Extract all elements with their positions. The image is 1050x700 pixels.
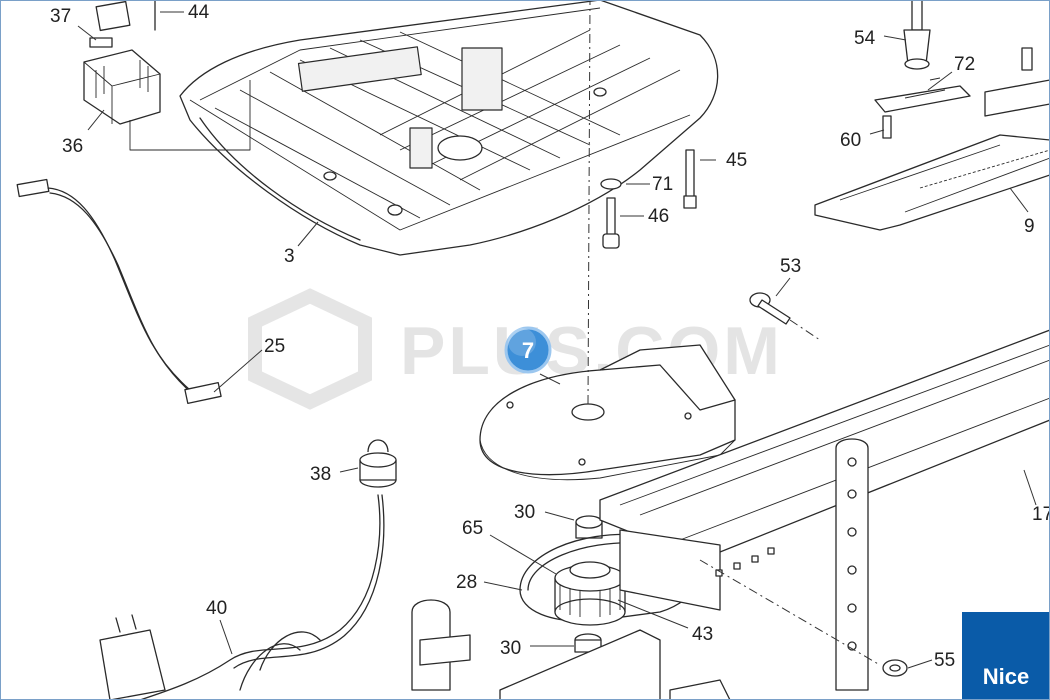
badge-number: 7	[522, 338, 534, 363]
label-53: 53	[780, 256, 801, 277]
label-54: 54	[854, 28, 876, 49]
label-30-bottom: 30	[500, 638, 521, 659]
label-55: 55	[934, 650, 955, 671]
label-3: 3	[284, 246, 295, 267]
label-17: 17	[1032, 504, 1050, 525]
power-cord-part-40	[99, 494, 385, 700]
label-36: 36	[62, 136, 83, 157]
screws-45-46-71	[600, 149, 697, 249]
leader-lines	[77, 11, 1037, 669]
perforated-bracket	[699, 438, 881, 691]
label-37: 37	[50, 6, 71, 27]
brand-logo-text: Nice	[982, 664, 1030, 689]
label-28: 28	[456, 572, 477, 593]
label-71: 71	[652, 174, 673, 195]
part-labels: 37 44 36 3 54 72 60 45 71 46 9 53 25 38 …	[50, 2, 1050, 671]
label-65: 65	[462, 518, 483, 539]
label-38: 38	[310, 464, 331, 485]
wire-harness-part-25	[16, 178, 222, 405]
nut-part-55	[882, 659, 908, 677]
lower-clamp-parts	[411, 599, 731, 700]
label-30-top: 30	[514, 502, 535, 523]
screw-part-53	[749, 292, 821, 341]
top-right-parts	[814, 0, 1050, 231]
label-44: 44	[188, 2, 210, 23]
label-60: 60	[840, 130, 861, 151]
grommet-part-38	[359, 439, 397, 488]
gear-cover-part-7	[479, 0, 736, 481]
highlight-badge-part-7[interactable]: 7	[504, 326, 552, 374]
brand-logo: Nice	[962, 612, 1050, 700]
label-72: 72	[954, 54, 975, 75]
label-9: 9	[1024, 216, 1035, 237]
label-25: 25	[264, 336, 285, 357]
housing-base-part-3	[179, 0, 719, 256]
label-40: 40	[206, 598, 227, 619]
label-45: 45	[726, 150, 747, 171]
rail-part-17	[599, 329, 1050, 611]
label-46: 46	[648, 206, 669, 227]
connector-block-part-36	[83, 0, 251, 151]
label-43: 43	[692, 624, 713, 645]
